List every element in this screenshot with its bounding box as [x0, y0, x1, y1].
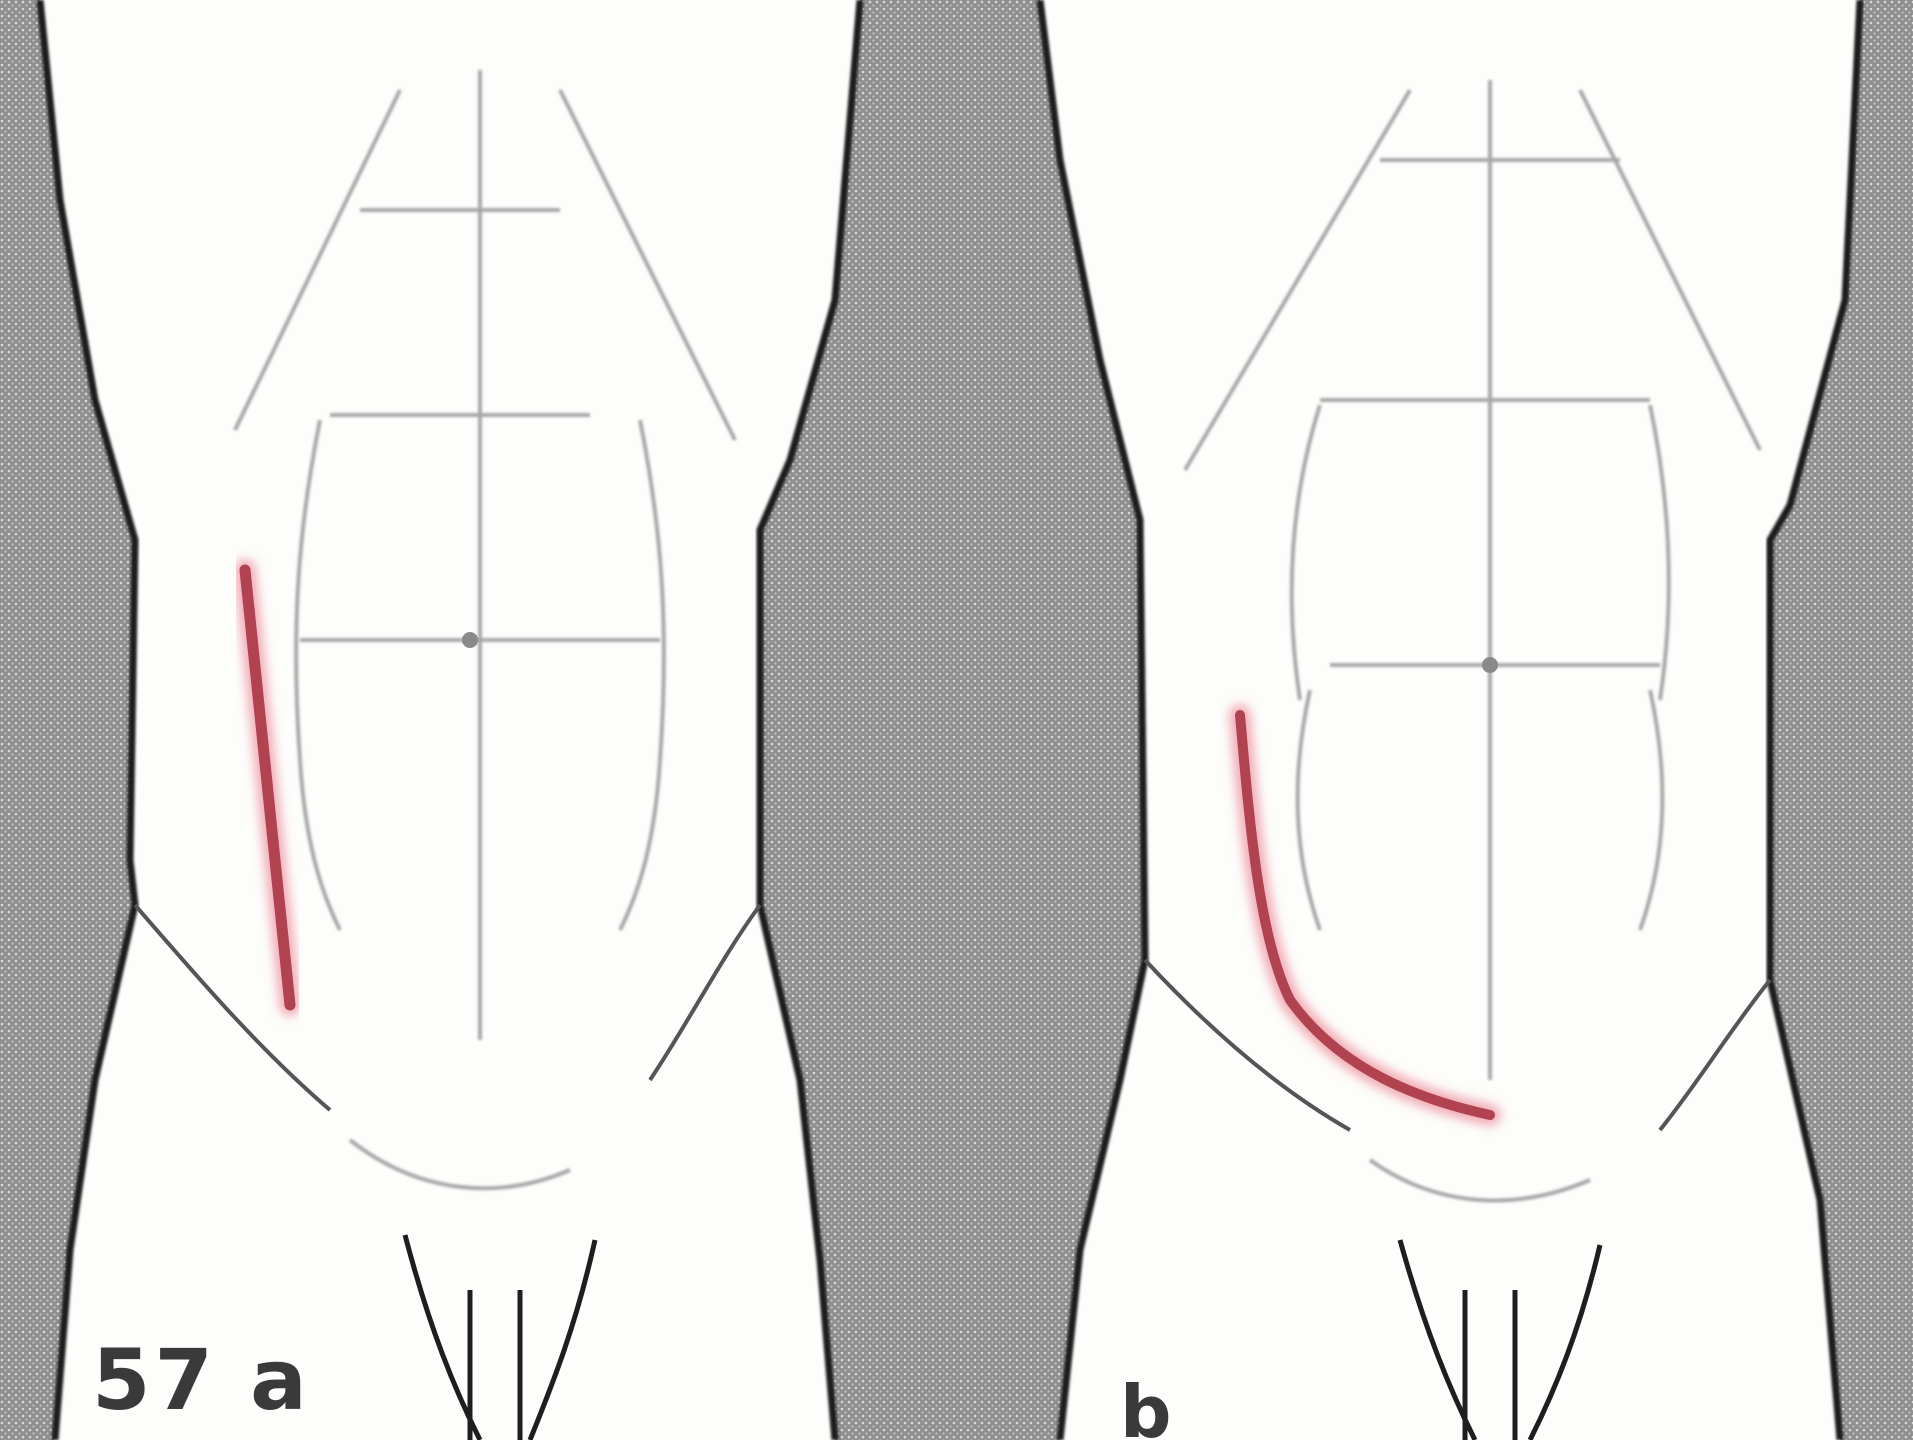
panel-b-label: b [1120, 1376, 1176, 1440]
panel-a-navel [462, 632, 478, 648]
panel-a-label: 57 a [92, 1338, 311, 1422]
panel-b-torso [1040, 0, 1860, 1440]
panel-b-navel [1482, 657, 1498, 673]
panel-a-torso [40, 0, 860, 1440]
